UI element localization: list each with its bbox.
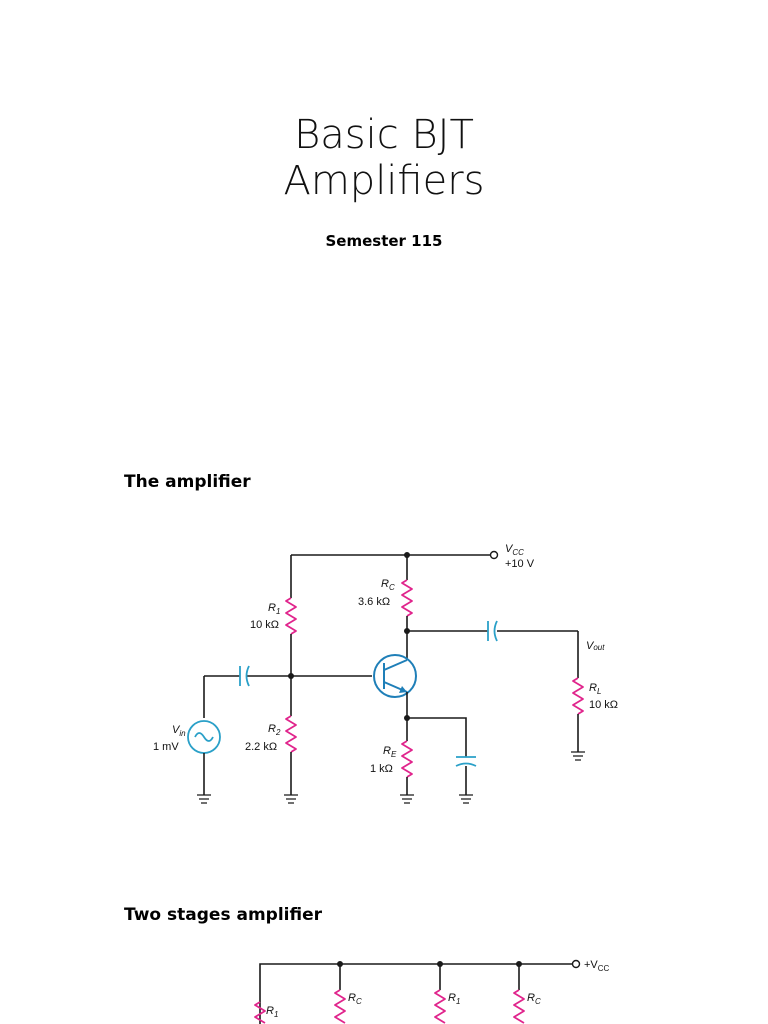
rc-resistor	[401, 579, 413, 617]
rc-label: RC	[381, 578, 395, 592]
rl-label: RL	[589, 682, 601, 696]
r1-value: 10 kΩ	[250, 619, 279, 631]
two-stage-circuit: +VCC R1 RC R1 RC	[254, 959, 610, 1024]
rl-resistor	[572, 677, 584, 715]
vcc-label: VCC	[505, 543, 524, 557]
subtitle: Semester 115	[325, 232, 443, 250]
title-line-1: Basic BJT	[294, 112, 474, 158]
r2-resistor	[285, 715, 297, 753]
rl-value: 10 kΩ	[589, 699, 618, 711]
vcc2-label: +VCC	[584, 959, 610, 973]
vin-label: Vin	[172, 724, 186, 738]
vcc-value: +10 V	[505, 558, 535, 570]
stage1-rc-label: RC	[348, 992, 362, 1006]
amplifier-circuit: VCC +10 V R1 10 kΩ RC 3.6 kΩ Vout RL 10 …	[153, 543, 618, 804]
section-heading-two-stages: Two stages amplifier	[124, 905, 323, 925]
vout-label: Vout	[586, 640, 605, 652]
r1-label: R1	[268, 602, 280, 616]
stage2-rc-label: RC	[527, 992, 541, 1006]
r1-resistor	[285, 597, 297, 635]
ground-symbols	[197, 751, 585, 804]
page-title: Basic BJT Amplifiers	[0, 112, 768, 204]
r2-value: 2.2 kΩ	[245, 741, 277, 753]
vcc-terminal	[489, 550, 499, 560]
re-value: 1 kΩ	[370, 763, 393, 775]
stage1-r1-label: R1	[266, 1005, 278, 1019]
section-heading-amplifier: The amplifier	[124, 472, 251, 492]
r2-label: R2	[268, 723, 281, 737]
re-label: RE	[383, 745, 397, 759]
vin-value: 1 mV	[153, 741, 179, 753]
title-line-2: Amplifiers	[283, 158, 485, 204]
rc-value: 3.6 kΩ	[358, 596, 390, 608]
bjt-transistor	[373, 654, 417, 698]
re-resistor	[401, 740, 413, 778]
stage2-r1-label: R1	[448, 992, 460, 1006]
